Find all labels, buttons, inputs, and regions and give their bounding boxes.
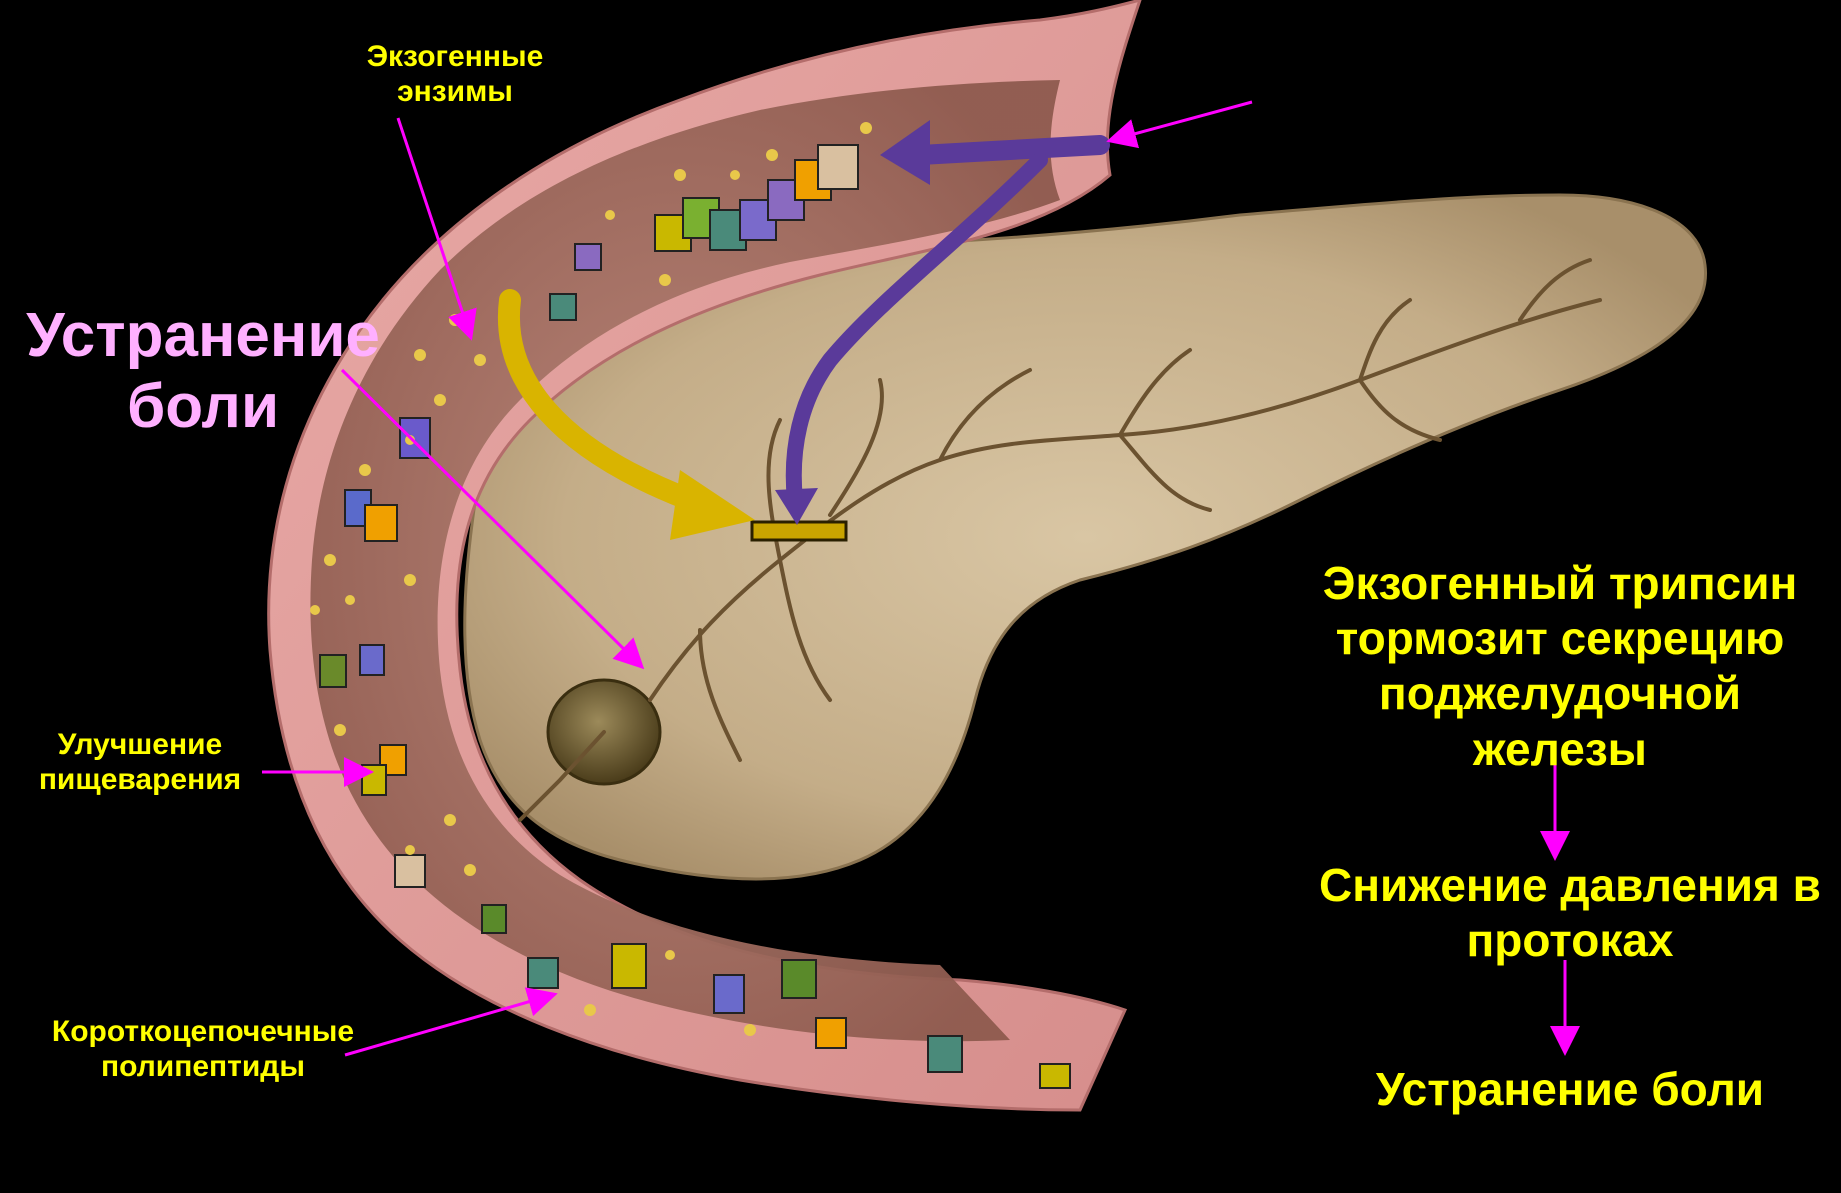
flow-step-1: Экзогенный трипсин тормозит секрецию под… xyxy=(1300,556,1820,777)
flow-step-3: Устранение боли xyxy=(1320,1062,1820,1117)
label-exogenous-enzymes: Экзогенные энзимы xyxy=(330,40,580,109)
flow-step-2: Снижение давления в протоках xyxy=(1300,858,1840,968)
label-digestion-improvement: Улучшение пищеварения xyxy=(10,728,270,797)
label-pain-relief-heading: Устранение боли xyxy=(18,300,388,443)
secretion-arrow xyxy=(920,145,1100,155)
label-short-chain-polypeptides: Короткоцепочечные полипептиды xyxy=(8,1015,398,1084)
receptor-bar xyxy=(752,522,846,540)
